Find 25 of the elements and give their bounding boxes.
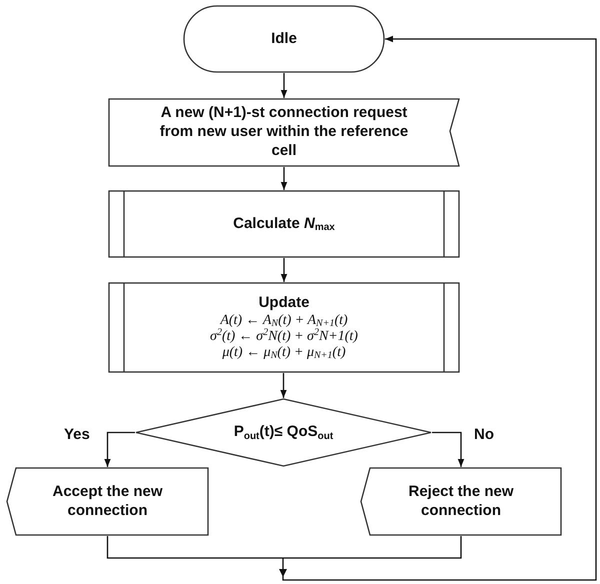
decision-diamond [135, 398, 432, 467]
connector [280, 73, 288, 98]
connector [280, 373, 287, 398]
process-box [108, 190, 460, 258]
formula-text: μ(t) ← μ$_{N}$(t) + μ$_{N+1}$(t) [222, 344, 346, 362]
connector [432, 432, 464, 467]
formula-text: σ$^{2}$(t) ← σ$^{2}$N(t) + σ$^{2}$N+1(t) [210, 328, 358, 345]
display-box [360, 467, 562, 536]
connector [280, 258, 288, 282]
node-text: Update [258, 294, 310, 313]
input-box [108, 98, 460, 167]
display-box [6, 467, 209, 536]
node-text: A new (N+1)-st connection request from new user within the reference cell [158, 104, 410, 161]
node-text: Idle [271, 30, 297, 48]
formula-text: A(t) ← A$_{N}$(t) + A$_{N+1}$(t) [220, 312, 348, 329]
return-connector [279, 36, 597, 581]
connector [280, 167, 288, 190]
node-text: Calculate N$_{max}$ [233, 214, 335, 234]
node-text: Reject the new connection [407, 482, 515, 520]
process-box [108, 282, 460, 373]
connector [104, 432, 135, 467]
node-text: Accept the new connection [51, 482, 164, 520]
connector [106, 536, 283, 559]
node-text: P$_{out}$(t)≤ QoS$_{out}$ [234, 423, 334, 442]
connector [283, 536, 462, 559]
